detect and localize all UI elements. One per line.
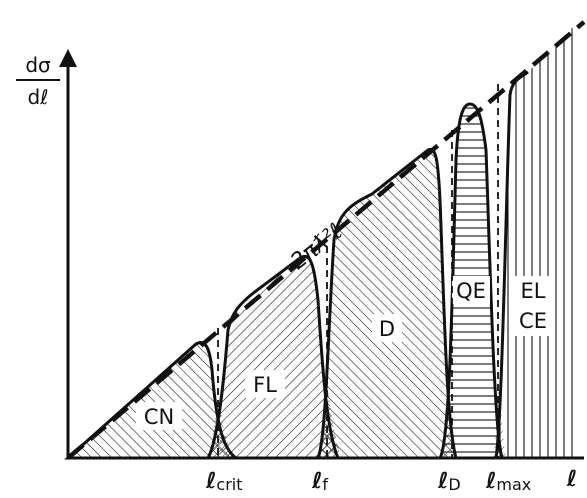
label-backgrounds [136,276,554,430]
region-cn [64,341,241,460]
y-label-numerator: dσ [25,53,51,77]
region-label-cn: CN [144,405,174,429]
y-axis-label: dσ dℓ [16,53,60,109]
dashed-boundaries [217,84,499,458]
region-d [315,147,458,460]
region-fl [205,255,341,460]
region-label-qe: QE [456,279,486,303]
region-el-ce-fill [496,22,578,458]
tick-label-d: ℓD [437,469,461,494]
tick-label-crit: ℓcrit [205,469,242,494]
region-label-fl: FL [253,373,277,397]
y-label-denominator: dℓ [28,85,49,109]
envelope-line [66,20,586,460]
region-label-el: EL [521,279,546,303]
x-axis-label: ℓ [566,467,577,492]
region-label-ce: CE [519,309,547,333]
overlap-crosshatch [210,380,506,458]
tick-label-max: ℓmax [485,469,531,494]
region-label-d: D [379,317,395,341]
tick-label-f: ℓf [311,469,328,494]
